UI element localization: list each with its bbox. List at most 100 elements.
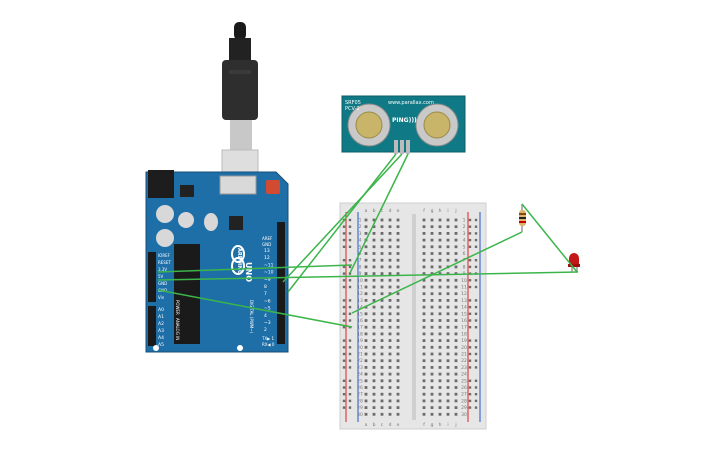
breadboard-hole[interactable]	[380, 332, 384, 336]
breadboard-hole[interactable]	[396, 372, 400, 376]
breadboard-hole[interactable]	[396, 245, 400, 249]
rail-hole[interactable]	[468, 238, 472, 242]
rail-hole[interactable]	[348, 393, 352, 396]
breadboard-hole[interactable]	[454, 225, 458, 229]
rail-hole[interactable]	[342, 352, 346, 356]
ultrasonic-sensor[interactable]: SRF05 PCV-2 www.parallax.com PING)))	[341, 95, 466, 154]
breadboard-hole[interactable]	[438, 352, 442, 356]
breadboard-hole[interactable]	[372, 299, 376, 302]
rail-hole[interactable]	[348, 359, 352, 362]
breadboard-hole[interactable]	[372, 245, 376, 249]
breadboard-hole[interactable]	[454, 372, 458, 376]
breadboard-hole[interactable]	[388, 299, 392, 302]
breadboard-hole[interactable]	[388, 359, 392, 363]
breadboard-hole[interactable]	[388, 232, 392, 235]
rail-hole[interactable]	[468, 379, 472, 382]
rail-hole[interactable]	[474, 393, 478, 396]
breadboard-hole[interactable]	[396, 272, 400, 275]
rail-hole[interactable]	[474, 232, 478, 235]
breadboard-hole[interactable]	[438, 332, 442, 336]
breadboard-hole[interactable]	[372, 325, 376, 329]
breadboard-hole[interactable]	[380, 218, 384, 222]
rail-hole[interactable]	[468, 352, 472, 356]
rail-hole[interactable]	[474, 245, 478, 248]
breadboard-hole[interactable]	[430, 345, 434, 349]
rail-hole[interactable]	[342, 245, 346, 248]
rail-hole[interactable]	[348, 406, 352, 409]
breadboard-hole[interactable]	[422, 292, 426, 296]
breadboard-hole[interactable]	[438, 406, 442, 409]
breadboard-hole[interactable]	[446, 238, 450, 242]
breadboard-hole[interactable]	[430, 366, 434, 369]
breadboard-hole[interactable]	[446, 285, 450, 289]
rail-hole[interactable]	[342, 399, 346, 403]
breadboard-hole[interactable]	[388, 218, 392, 222]
breadboard-hole[interactable]	[364, 386, 368, 389]
breadboard-hole[interactable]	[396, 399, 400, 403]
breadboard-hole[interactable]	[446, 292, 450, 296]
breadboard-hole[interactable]	[396, 359, 400, 363]
breadboard-hole[interactable]	[396, 292, 400, 296]
breadboard-hole[interactable]	[372, 258, 376, 262]
breadboard-hole[interactable]	[388, 319, 392, 322]
rail-hole[interactable]	[468, 366, 472, 369]
breadboard-hole[interactable]	[430, 399, 434, 403]
breadboard-hole[interactable]	[364, 399, 368, 403]
breadboard-hole[interactable]	[454, 339, 458, 342]
breadboard-hole[interactable]	[380, 312, 384, 316]
breadboard-hole[interactable]	[372, 278, 376, 282]
breadboard-hole[interactable]	[446, 272, 450, 275]
breadboard-hole[interactable]	[364, 379, 368, 383]
rail-hole[interactable]	[342, 386, 346, 389]
rail-hole[interactable]	[474, 386, 478, 389]
breadboard-hole[interactable]	[364, 406, 368, 409]
rail-hole[interactable]	[474, 238, 478, 242]
breadboard-hole[interactable]	[396, 319, 400, 322]
breadboard-hole[interactable]	[396, 325, 400, 329]
breadboard-hole[interactable]	[372, 292, 376, 296]
usb-cable[interactable]	[221, 22, 259, 181]
breadboard-hole[interactable]	[430, 359, 434, 363]
breadboard-hole[interactable]	[454, 399, 458, 403]
breadboard-hole[interactable]	[364, 372, 368, 376]
rail-hole[interactable]	[468, 346, 472, 349]
breadboard-hole[interactable]	[454, 252, 458, 255]
breadboard-hole[interactable]	[438, 292, 442, 296]
breadboard-hole[interactable]	[396, 366, 400, 369]
breadboard-hole[interactable]	[372, 359, 376, 363]
breadboard-hole[interactable]	[372, 372, 376, 376]
rail-hole[interactable]	[342, 312, 346, 315]
breadboard-hole[interactable]	[380, 265, 384, 269]
rail-hole[interactable]	[342, 346, 346, 349]
rail-hole[interactable]	[474, 359, 478, 362]
breadboard-hole[interactable]	[446, 299, 450, 302]
breadboard-hole[interactable]	[396, 285, 400, 289]
breadboard-hole[interactable]	[388, 285, 392, 289]
breadboard-hole[interactable]	[454, 379, 458, 383]
breadboard-hole[interactable]	[372, 392, 376, 396]
rail-hole[interactable]	[348, 285, 352, 289]
breadboard-hole[interactable]	[422, 366, 426, 369]
breadboard-hole[interactable]	[446, 218, 450, 222]
rail-hole[interactable]	[348, 312, 352, 315]
breadboard-hole[interactable]	[396, 265, 400, 269]
breadboard-hole[interactable]	[396, 305, 400, 309]
breadboard-hole[interactable]	[372, 285, 376, 289]
rail-hole[interactable]	[474, 299, 478, 302]
breadboard-hole[interactable]	[430, 319, 434, 322]
breadboard-hole[interactable]	[454, 258, 458, 262]
breadboard-hole[interactable]	[438, 238, 442, 242]
breadboard-hole[interactable]	[364, 339, 368, 342]
breadboard-hole[interactable]	[422, 305, 426, 309]
breadboard-hole[interactable]	[380, 252, 384, 255]
breadboard-hole[interactable]	[446, 339, 450, 342]
rail-hole[interactable]	[342, 238, 346, 242]
breadboard-hole[interactable]	[364, 265, 368, 269]
breadboard-hole[interactable]	[388, 252, 392, 255]
breadboard-hole[interactable]	[446, 325, 450, 329]
rail-hole[interactable]	[342, 299, 346, 302]
breadboard-hole[interactable]	[430, 299, 434, 302]
breadboard-hole[interactable]	[430, 252, 434, 255]
breadboard-hole[interactable]	[372, 366, 376, 369]
